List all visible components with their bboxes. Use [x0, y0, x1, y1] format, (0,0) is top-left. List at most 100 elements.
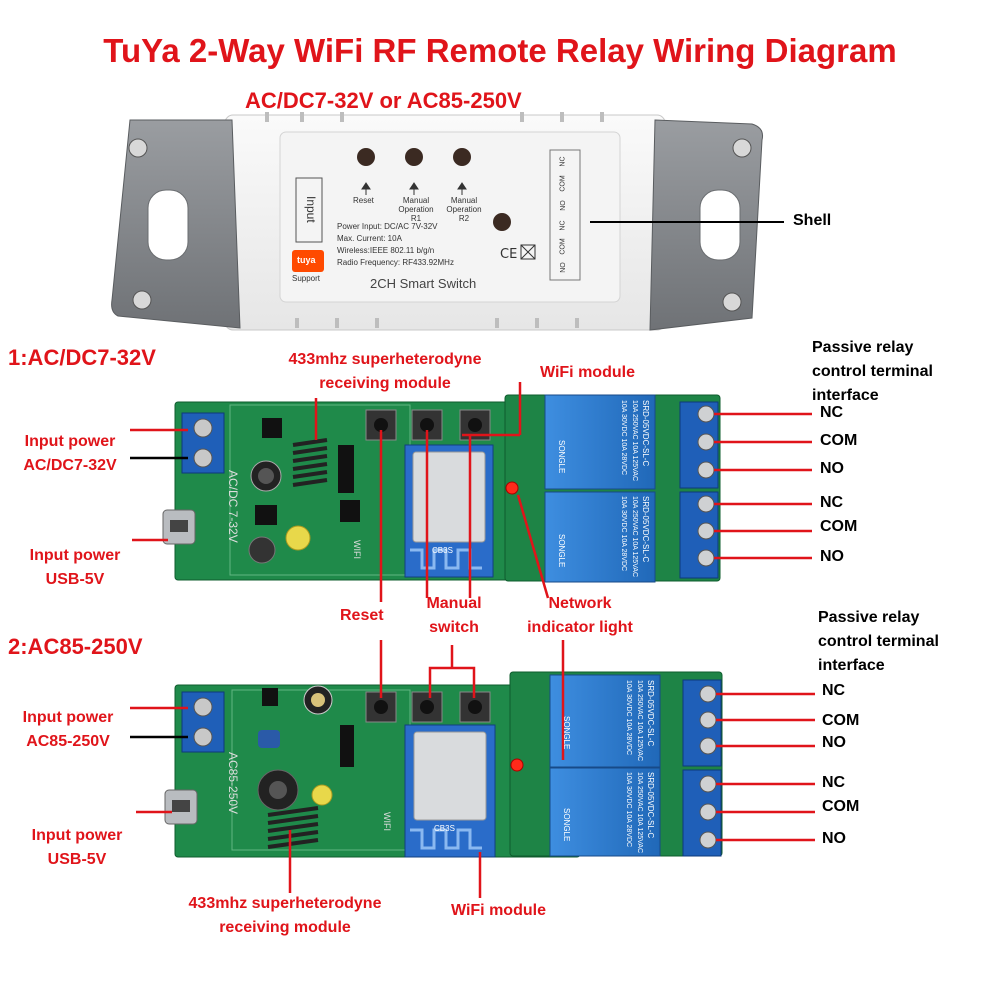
board2-terminal-com2: COM: [822, 798, 860, 815]
board1-silk-wifi: WIFI: [352, 540, 362, 559]
relay3-rating-a: 10A 250VAC 10A 125VAC: [636, 680, 643, 762]
board1-rf-module-label: 433mhz superheterodyne receiving module: [250, 348, 520, 396]
board1-input-line1: Input power: [24, 433, 116, 450]
manual-line1: Manual: [426, 595, 482, 612]
board1-usb-line1: Input power: [29, 547, 121, 564]
tuya-logo: tuya: [297, 255, 316, 265]
board2-usb-line2: USB-5V: [47, 851, 107, 868]
board2-heading: 2:AC85-250V: [8, 634, 143, 659]
network-line2: indicator light: [527, 619, 633, 636]
board2-silk-voltage: AC85-250V: [226, 752, 240, 815]
shell-input-text: Input: [304, 196, 318, 223]
shell-spec-4: Radio Frequency: RF433.92MHz: [337, 258, 454, 267]
shell-terminal-nc1: NC: [559, 156, 567, 167]
relay4-rating-a: 10A 250VAC 10A 125VAC: [636, 772, 643, 854]
board2-rf-module-label: 433mhz superheterodyne receiving module: [150, 892, 420, 940]
board2-terminal-nc1: NC: [822, 682, 846, 699]
shell-enclosure: [111, 112, 763, 331]
board2-module-text: CB3S: [434, 824, 455, 833]
diagram-title: TuYa 2-Way WiFi RF Remote Relay Wiring D…: [103, 32, 897, 69]
shell-buttons: [357, 148, 511, 231]
board1-heading: 1:AC/DC7-32V: [8, 345, 156, 370]
shell-r1-text: Manual Operation R1: [398, 196, 434, 223]
board2-pcb: [164, 671, 723, 858]
shell-spec-3: Wireless:IEEE 802.11 b/g/n: [337, 246, 435, 255]
board1-input-line2: AC/DC7-32V: [23, 457, 117, 474]
board2-relay-interface-label: Passive relay control terminal interface: [818, 606, 939, 678]
board1-terminal-no1: NO: [820, 460, 844, 477]
shell-terminal-com1: COM: [559, 175, 567, 192]
relay2-rating-a: 10A 250VAC 10A 125VAC: [631, 496, 638, 578]
board2-usb-power-label: Input power USB-5V: [12, 824, 142, 872]
board2-terminal-no1: NO: [822, 734, 846, 751]
relay1-rating-a: 10A 250VAC 10A 125VAC: [631, 400, 638, 482]
svg-text:CE: CE: [500, 247, 517, 262]
relay1-rating-b: 10A 30VDC 10A 28VDC: [620, 400, 627, 476]
board1-pcb: [162, 394, 721, 583]
shell-r1-hole: [405, 148, 423, 166]
board1-input-power-label: Input power AC/DC7-32V: [5, 430, 135, 478]
relay1-brand: SONGLE: [557, 440, 566, 474]
leader-lines: [130, 382, 815, 898]
board2-terminal-nc2: NC: [822, 774, 846, 791]
reset-label: Reset: [340, 607, 384, 624]
board1-relay-interface-label: Passive relay control terminal interface: [812, 336, 933, 408]
board2-input-line1: Input power: [22, 709, 114, 726]
board1-rf-line1: 433mhz superheterodyne: [288, 351, 482, 368]
relay3-brand: SONGLE: [562, 716, 571, 750]
network-line1: Network: [548, 595, 612, 612]
relay4-rating-b: 10A 30VDC 10A 28VDC: [625, 772, 632, 848]
shell-reset-hole: [357, 148, 375, 166]
relay3-model: SRD-05VDC-SL-C: [646, 680, 655, 747]
board1-relay-line2: control terminal: [812, 363, 933, 380]
board1-module-text: CB3S: [432, 546, 453, 555]
board1-rf-line2: receiving module: [319, 375, 451, 392]
relay4-brand: SONGLE: [562, 808, 571, 842]
board1-wifi-label: WiFi module: [540, 364, 635, 381]
board1-usb-line2: USB-5V: [45, 571, 105, 588]
shell-r2-hole: [453, 148, 471, 166]
board1-terminal-nc1: NC: [820, 404, 844, 421]
voltage-subtitle: AC/DC7-32V or AC85-250V: [245, 88, 522, 113]
shell-spec-2: Max. Current: 10A: [337, 234, 402, 243]
shell-label: Shell: [793, 212, 832, 229]
relay2-rating-b: 10A 30VDC 10A 28VDC: [620, 496, 627, 572]
board2-rf-line2: receiving module: [219, 919, 351, 936]
board1-relay-line3: interface: [812, 387, 879, 404]
board2-terminal-com1: COM: [822, 712, 860, 729]
shell-terminal-com2: COM: [559, 238, 567, 255]
manual-switch-label: Manual switch: [405, 592, 503, 640]
network-indicator-label: Network indicator light: [505, 592, 655, 640]
board1-terminal-com2: COM: [820, 518, 858, 535]
relay2-brand: SONGLE: [557, 534, 566, 568]
board2-input-line2: AC85-250V: [26, 733, 110, 750]
board1-usb-power-label: Input power USB-5V: [10, 544, 140, 592]
shell-terminal-nc2: NC: [559, 220, 567, 231]
relay2-model: SRD-05VDC-SL-C: [641, 496, 650, 563]
board2-input-power-label: Input power AC85-250V: [3, 706, 133, 754]
board1-terminal-com1: COM: [820, 432, 858, 449]
board2-rf-line1: 433mhz superheterodyne: [188, 895, 382, 912]
shell-led-hole: [493, 213, 511, 231]
tuya-support-text: Support: [292, 274, 321, 283]
shell-reset-text: Reset: [353, 196, 374, 205]
relay3-rating-b: 10A 30VDC 10A 28VDC: [625, 680, 632, 756]
shell-terminal-no1: NO: [559, 200, 567, 211]
board2-relay-line1: Passive relay: [818, 609, 920, 626]
board2-silk-wifi: WIFI: [382, 812, 392, 831]
shell-spec-1: Power Input: DC/AC 7V-32V: [337, 222, 438, 231]
board1-terminal-no2: NO: [820, 548, 844, 565]
board1-silk-voltage: AC/DC 7-32V: [226, 470, 240, 543]
board2-usb-line1: Input power: [31, 827, 123, 844]
board2-relay-line2: control terminal: [818, 633, 939, 650]
board2-relay-line3: interface: [818, 657, 885, 674]
board1-terminal-nc2: NC: [820, 494, 844, 511]
board2-wifi-label: WiFi module: [451, 902, 546, 919]
relay4-model: SRD-05VDC-SL-C: [646, 772, 655, 839]
shell-r2-text: Manual Operation R2: [446, 196, 482, 223]
board1-relay-line1: Passive relay: [812, 339, 914, 356]
board2-terminal-no2: NO: [822, 830, 846, 847]
relay1-model: SRD-05VDC-SL-C: [641, 400, 650, 467]
